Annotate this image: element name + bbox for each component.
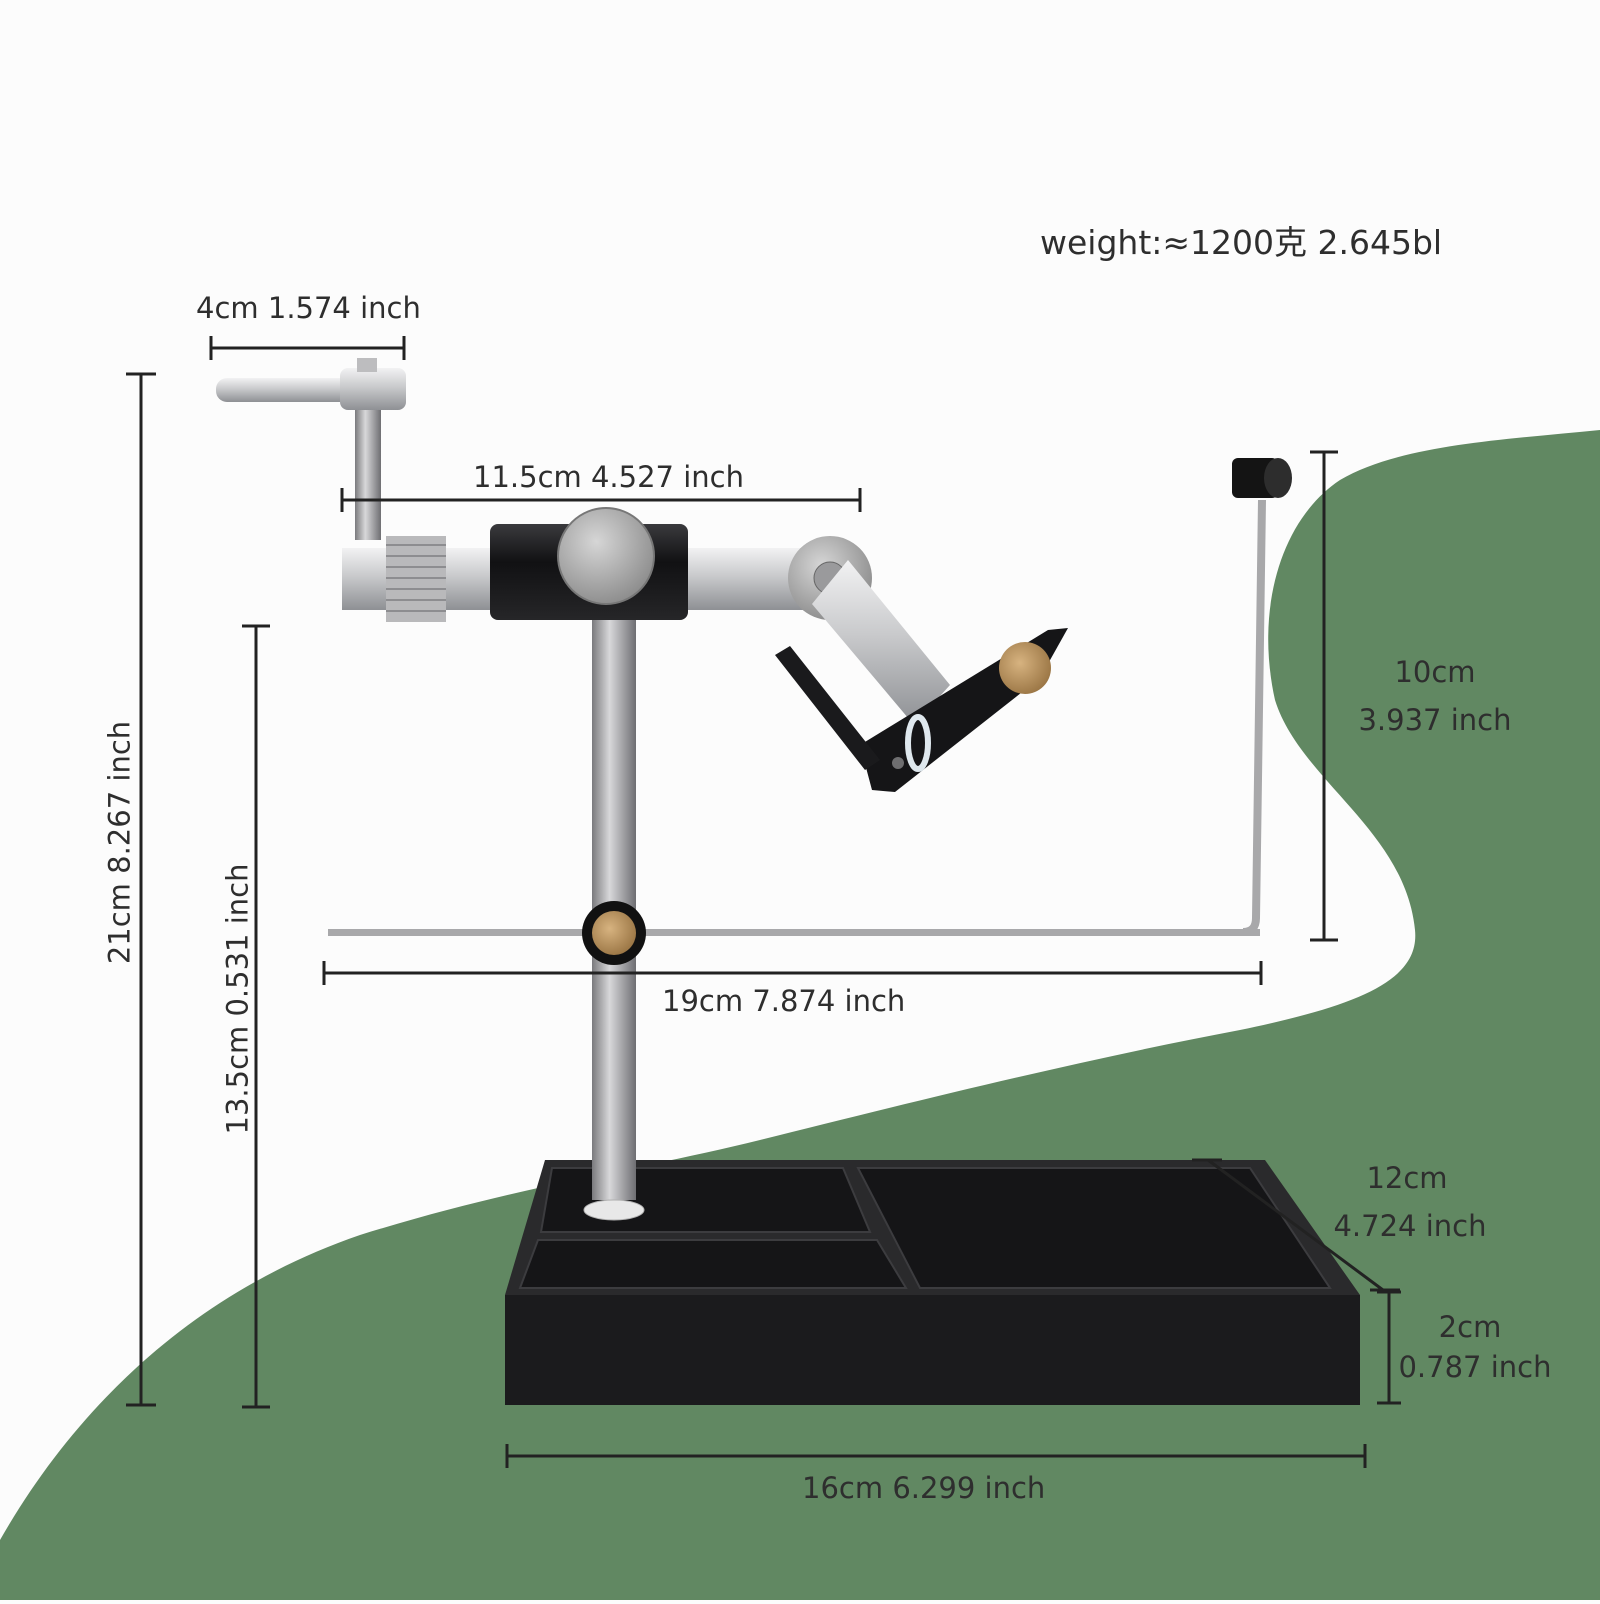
weight-label: weight:≈1200克 2.645bl [1040,223,1443,262]
bobbin-rest-cap [1232,458,1292,498]
stem-washer [583,1199,645,1221]
dim-total-height [126,372,156,1407]
dim-handle-width [209,336,406,360]
angled-arm [812,560,950,725]
vise-jaw [775,628,1068,792]
bobbin-rest-height-in-label: 3.937 inch [1358,703,1512,737]
tray-base [505,1160,1360,1405]
base-height-in-label: 0.787 inch [1398,1350,1552,1384]
base-depth-cm-label: 12cm [1366,1161,1448,1195]
dim-base-height [1377,1290,1401,1405]
dim-bobbin-rest-height [1310,450,1338,942]
dim-base-depth [1192,1158,1400,1292]
arm-length-label: 11.5cm 4.527 inch [473,460,744,494]
bobbin-rest-height-cm-label: 10cm [1394,655,1476,689]
base-height-cm-label: 2cm [1438,1310,1502,1344]
dim-arm-length [340,488,862,512]
stem-height-label: 13.5cm 0.531 inch [220,863,255,1135]
dim-stem-height [242,624,270,1409]
dim-bobbin-rest-width [322,961,1263,985]
base-depth-in-label: 4.724 inch [1333,1209,1487,1243]
base-width-label: 16cm 6.299 inch [802,1471,1046,1505]
dim-base-width [505,1444,1367,1468]
bobbin-rest-rod [328,929,1260,936]
handle-width-label: 4cm 1.574 inch [196,291,421,325]
total-height-label: 21cm 8.267 inch [102,720,137,965]
bobbin-rest-width-label: 19cm 7.874 inch [662,984,906,1018]
tension-knob [557,507,655,605]
